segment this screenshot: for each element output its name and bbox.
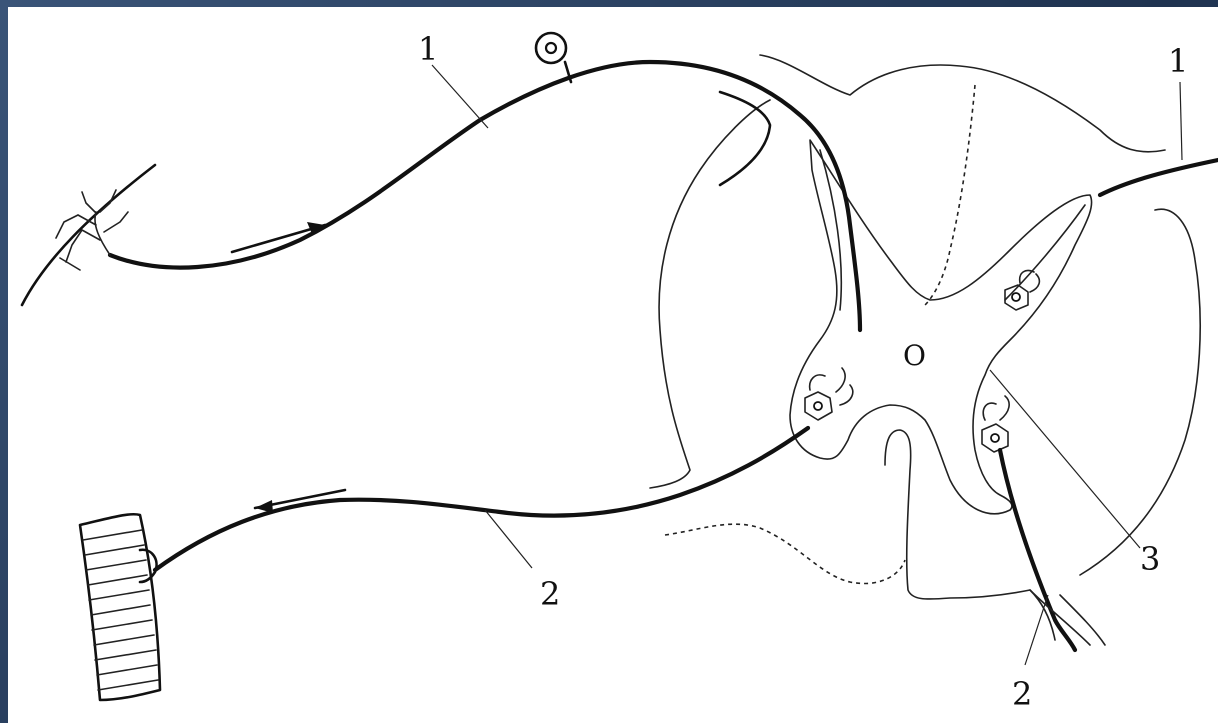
label-2-root: 2: [1012, 675, 1032, 713]
muscle-outline: [80, 514, 160, 700]
left-cord-border: [650, 100, 770, 488]
labels: 1 1 2 2 3 O: [418, 30, 1188, 713]
ventral-cord-edge: [665, 524, 905, 583]
label-3: 3: [1140, 540, 1160, 578]
label-2-bottom: 2: [540, 575, 560, 613]
spinal-cord-outline: [760, 55, 1200, 575]
motor-neuron-left: [805, 392, 832, 420]
interneuron-upper-nucleus: [1012, 293, 1020, 301]
motor-neuron-right: [982, 424, 1008, 452]
efferent-neuron: [155, 428, 1105, 650]
motor-neuron-left-nucleus: [814, 402, 822, 410]
label-1-right: 1: [1168, 42, 1188, 80]
spinal-cord: [650, 55, 1200, 583]
skin-surface: [22, 165, 155, 305]
afferent-neuron: [110, 33, 1218, 330]
ventral-fissure: [885, 430, 1055, 640]
motor-neuron-right-nucleus: [991, 434, 999, 442]
leader-2-bottom: [485, 510, 532, 568]
gray-matter-outline: [790, 140, 1092, 514]
afferent-branch: [720, 92, 770, 185]
arrows: [232, 222, 345, 513]
skin-receptor: [22, 165, 155, 305]
efferent-fiber-2: [155, 428, 808, 570]
gray-matter: [790, 140, 1092, 640]
ganglion-cell-body: [536, 33, 566, 63]
diagram-panel: 1 1 2 2 3 O: [8, 7, 1218, 723]
muscle: [80, 514, 160, 700]
reflex-arc-diagram: 1 1 2 2 3 O: [8, 7, 1218, 723]
leader-2-root: [1025, 595, 1048, 665]
label-1-top: 1: [418, 30, 438, 68]
leader-1-top: [432, 65, 488, 128]
leader-3: [990, 370, 1140, 548]
afferent-fiber-right: [1100, 160, 1218, 195]
label-central-canal: O: [903, 339, 926, 372]
median-septum: [925, 85, 975, 305]
ganglion-nucleus: [546, 43, 556, 53]
leader-1-right: [1180, 82, 1182, 160]
